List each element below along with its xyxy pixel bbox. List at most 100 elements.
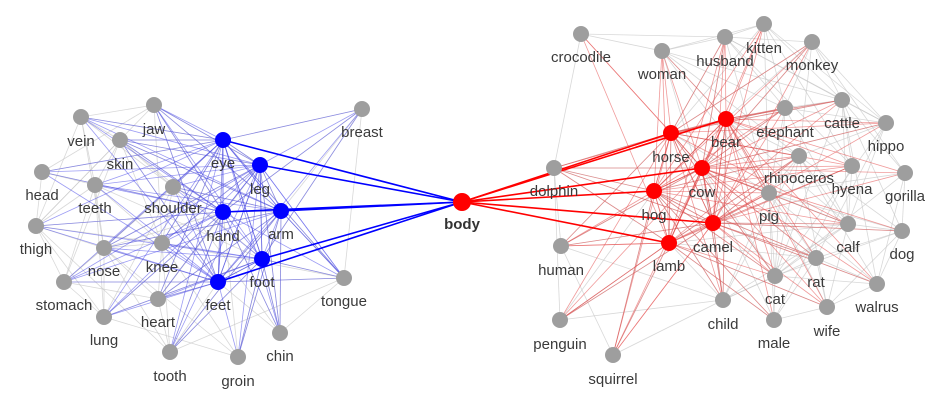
node-label-cow: cow — [689, 184, 716, 201]
node-squirrel — [605, 347, 621, 363]
hub-edge — [259, 164, 463, 203]
cluster-edge — [768, 192, 903, 232]
cluster-edge — [35, 184, 96, 227]
cluster-edge — [668, 242, 817, 259]
highlight-edge — [261, 108, 363, 260]
cluster-edge — [798, 122, 887, 157]
node-breast — [354, 101, 370, 117]
highlight-edge — [41, 164, 261, 173]
highlight-edge — [153, 104, 282, 212]
node-label-eye: eye — [211, 155, 235, 172]
highlight-edge — [712, 172, 906, 224]
node-label-cattle: cattle — [824, 115, 860, 132]
cluster-edge — [161, 186, 174, 244]
highlight-edge — [217, 164, 261, 283]
highlight-edge — [560, 167, 703, 247]
highlight-edge — [217, 277, 345, 283]
highlight-edge — [668, 155, 800, 244]
highlight-edge — [712, 222, 878, 285]
cluster-edge — [774, 223, 849, 277]
node-label-head: head — [25, 187, 58, 204]
highlight-edge — [712, 23, 765, 224]
highlight-edge — [701, 167, 724, 301]
node-knee — [154, 235, 170, 251]
highlight-edge — [725, 118, 828, 308]
cluster-edge — [826, 230, 903, 308]
highlight-edge — [80, 116, 261, 166]
cluster-edge — [841, 99, 849, 225]
cluster-edge — [722, 155, 800, 301]
hub-edge — [217, 201, 463, 283]
node-label-hog: hog — [641, 207, 666, 224]
cluster-edge — [847, 122, 887, 225]
highlight-edge — [35, 139, 224, 227]
cluster-edge — [35, 139, 121, 227]
edge-layer — [35, 23, 906, 358]
highlight-edge — [103, 247, 219, 283]
node-label-walrus: walrus — [854, 299, 898, 316]
node-rat — [808, 250, 824, 266]
cluster-edge — [35, 171, 43, 227]
highlight-edge — [103, 258, 263, 318]
cluster-edge — [553, 167, 562, 247]
highlight-edge — [725, 23, 765, 120]
cluster-edge — [784, 41, 813, 109]
highlight-edge — [172, 186, 282, 212]
cluster-edge — [774, 275, 878, 285]
node-label-woman: woman — [637, 66, 686, 83]
node-label-camel: camel — [693, 239, 733, 256]
node-calf — [840, 216, 856, 232]
highlight-edge — [701, 23, 765, 169]
cluster-edge — [612, 299, 724, 356]
highlight-edge — [712, 222, 849, 225]
highlight-edge — [80, 116, 224, 141]
highlight-edge — [237, 210, 282, 358]
highlight-edge — [553, 167, 714, 224]
highlight-edge — [94, 184, 224, 213]
highlight-edge — [553, 167, 670, 244]
cluster-edge — [811, 41, 906, 174]
highlight-edge — [559, 222, 714, 321]
highlight-edge — [259, 164, 263, 260]
highlight-edge — [712, 222, 903, 232]
node-label-monkey: monkey — [786, 57, 839, 74]
node-crocodile — [573, 26, 589, 42]
highlight-edge — [222, 139, 282, 212]
cluster-edge — [768, 192, 817, 259]
highlight-edge — [661, 50, 703, 169]
highlight-edge — [259, 164, 345, 279]
node-label-thigh: thigh — [20, 241, 53, 258]
highlight-edge — [169, 258, 263, 353]
node-label-feet: feet — [205, 297, 231, 314]
hub-edge — [280, 201, 463, 212]
node-husband — [717, 29, 733, 45]
cluster-edge — [661, 50, 714, 224]
node-lamb — [661, 235, 677, 251]
highlight-edge — [169, 139, 224, 353]
node-jaw — [146, 97, 162, 113]
cluster-edge — [661, 50, 800, 157]
node-head — [34, 164, 50, 180]
highlight-edge — [261, 258, 345, 279]
node-walrus — [869, 276, 885, 292]
cluster-edge — [103, 247, 159, 300]
highlight-edge — [217, 211, 224, 283]
highlight-edge — [668, 242, 776, 277]
highlight-edge — [668, 242, 775, 321]
highlight-edge — [668, 165, 853, 244]
cluster-edge — [841, 99, 887, 124]
node-label-rhinoceros: rhinoceros — [764, 170, 834, 187]
node-foot — [254, 251, 270, 267]
node-label-dog: dog — [889, 246, 914, 263]
highlight-edge — [153, 104, 219, 283]
cluster-edge — [35, 225, 65, 283]
highlight-edge — [701, 122, 887, 169]
cluster-edge — [725, 118, 849, 225]
highlight-edge — [237, 164, 261, 358]
highlight-edge — [41, 171, 219, 283]
highlight-edge — [701, 36, 726, 169]
node-label-tongue: tongue — [321, 293, 367, 310]
hub-edge — [461, 167, 703, 203]
highlight-edge — [712, 222, 724, 301]
highlight-edge — [612, 167, 703, 356]
